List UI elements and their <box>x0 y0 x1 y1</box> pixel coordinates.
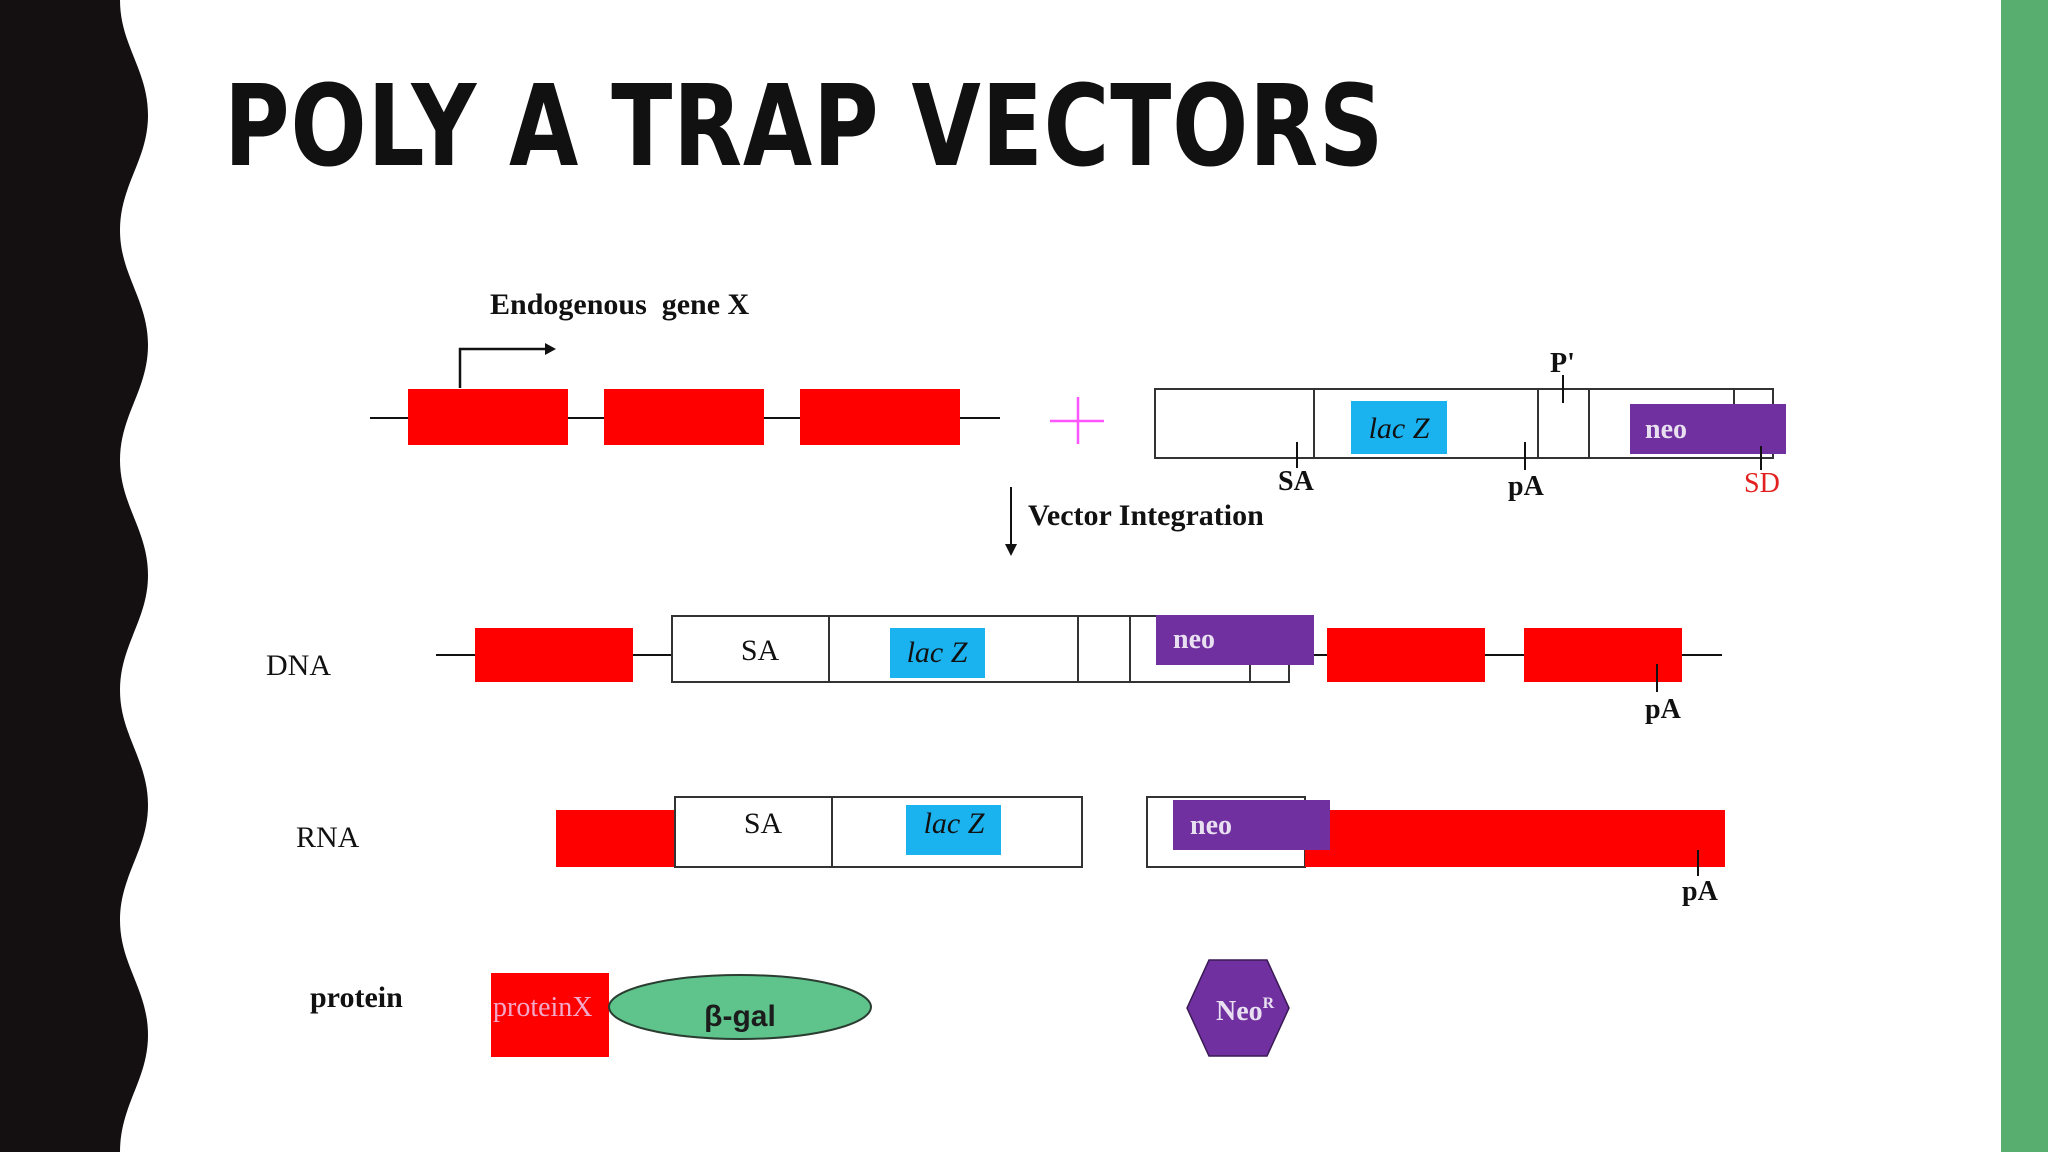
rna-pa-label: pA <box>1682 876 1719 907</box>
arrow-head-icon <box>1005 544 1017 556</box>
arrow-head-icon <box>545 343 556 355</box>
gene-exon-2 <box>604 389 764 445</box>
slide-title: POLY A TRAP VECTORS <box>224 62 1385 192</box>
neo-resistance-superscript: R <box>1263 995 1275 1012</box>
vector-sa-label: SA <box>1278 466 1315 497</box>
rna-exon-right <box>1305 810 1725 867</box>
vector-pa-label: pA <box>1508 471 1545 502</box>
rna-neo-label: neo <box>1190 810 1232 841</box>
neo-resistance-text: Neo <box>1216 996 1263 1027</box>
beta-gal-label: β-gal <box>704 1000 776 1033</box>
transcription-start-arrow <box>458 347 545 388</box>
neo-resistance-label: NeoR <box>1216 995 1275 1027</box>
dna-exon-2 <box>1327 628 1485 682</box>
vector-neo-label: neo <box>1645 414 1687 445</box>
rna-row-label: RNA <box>296 821 360 854</box>
endogenous-gene-label: Endogenous gene X <box>490 288 750 321</box>
dna-row-label: DNA <box>266 649 331 682</box>
rna-vector-left <box>674 796 1083 868</box>
vector-neo-box <box>1630 404 1786 454</box>
right-accent-bar <box>2001 0 2048 1152</box>
protein-x-label: proteinX <box>493 992 593 1023</box>
dna-neo-box <box>1156 615 1314 665</box>
beta-gal-ellipse <box>608 974 872 1040</box>
rna-lacz-label: lac Z <box>924 807 985 840</box>
left-wavy-border <box>0 0 148 1152</box>
vector-lacz-box <box>1351 401 1447 454</box>
rna-lacz-box <box>906 805 1001 855</box>
dna-lacz-label: lac Z <box>907 636 968 669</box>
vector-lacz-label: lac Z <box>1369 412 1430 445</box>
promoter-label: P' <box>1550 348 1575 379</box>
rna-exon-left <box>556 810 678 867</box>
neo-resistance-hexagon <box>1186 959 1290 1057</box>
dna-neo-label: neo <box>1173 624 1215 655</box>
protein-x-box <box>491 973 609 1057</box>
gene-exon-3 <box>800 389 960 445</box>
rna-sa-label: SA <box>744 807 783 840</box>
dna-lacz-box <box>890 628 985 678</box>
gene-exon-1 <box>408 389 568 445</box>
dna-exon-1 <box>475 628 633 682</box>
dna-sa-label: SA <box>741 634 780 667</box>
wavy-border-shape <box>0 0 148 1152</box>
rna-neo-box <box>1173 800 1330 850</box>
vector-sd-label: SD <box>1744 468 1780 499</box>
dna-exon-3 <box>1524 628 1682 682</box>
protein-row-label: protein <box>310 981 403 1014</box>
dna-pa-label: pA <box>1645 694 1682 725</box>
vector-integration-label: Vector Integration <box>1028 499 1264 532</box>
plus-icon <box>1050 397 1104 444</box>
